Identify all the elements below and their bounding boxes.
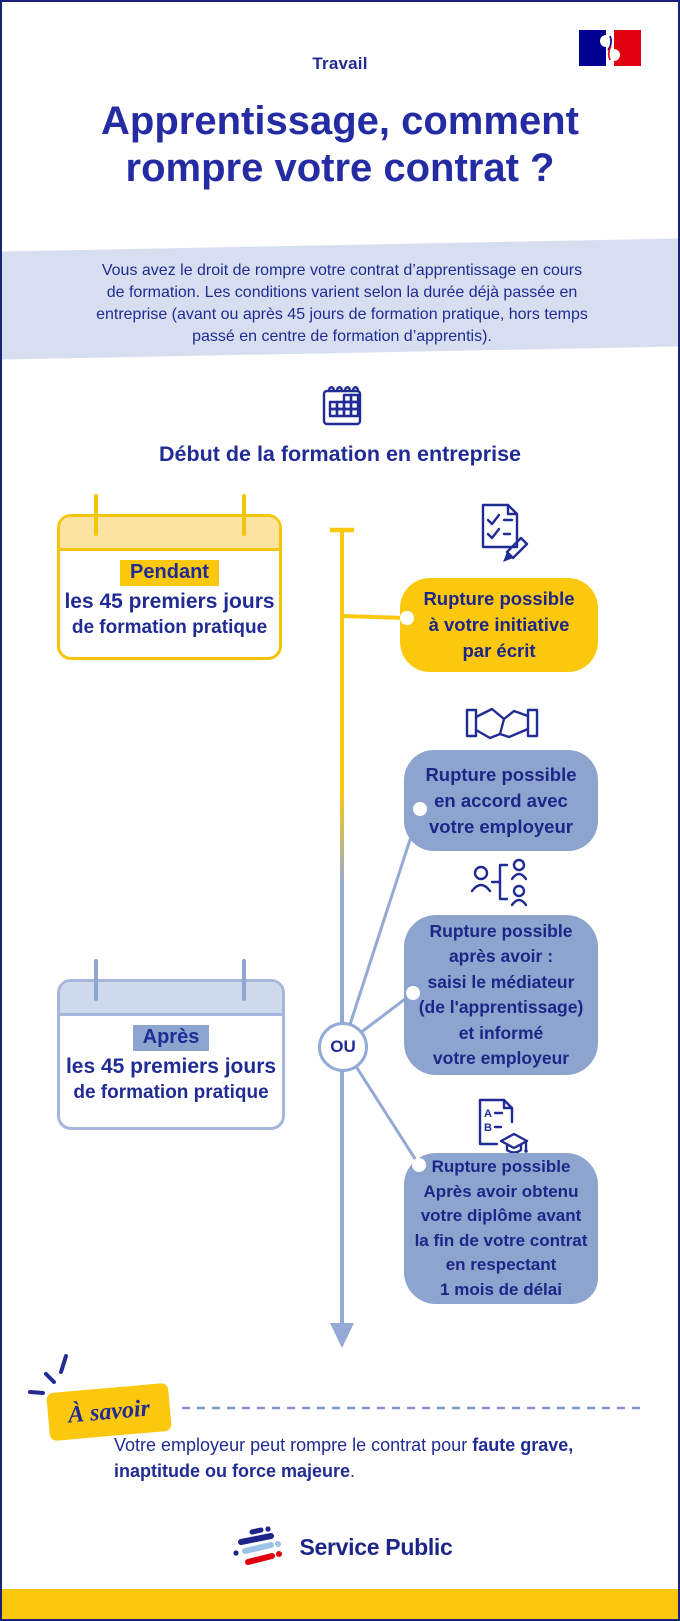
diploma-letter-b: B — [484, 1122, 492, 1134]
outcome-bubble-mediateur: Rupture possible après avoir : saisi le … — [404, 915, 598, 1075]
service-public-wordmark: Service Public — [299, 1534, 453, 1560]
outcome-bubble-initiative: Rupture possible à votre initiative par … — [400, 578, 598, 672]
calendar-ring — [242, 959, 246, 1001]
notice-line1-regular: Votre employeur peut rompre le contrat p… — [114, 1435, 473, 1455]
period-line2: de formation pratique — [71, 617, 268, 638]
timeline-connectors — [330, 527, 422, 1348]
service-public-brand: Service Public — [2, 1520, 678, 1575]
calendar-ring — [94, 494, 98, 536]
connector-dot — [413, 802, 427, 816]
period-line2: de formation pratique — [73, 1082, 269, 1103]
bottom-gold-bar — [2, 1589, 678, 1619]
period-highlight: Après — [132, 1025, 210, 1051]
period-line1: les 45 premiers jours — [64, 590, 275, 613]
period-line1: les 45 premiers jours — [65, 1055, 277, 1078]
connector-dot — [400, 611, 414, 625]
page-title: Apprentissage, comment rompre votre cont… — [101, 99, 579, 191]
dashed-divider — [182, 1406, 640, 1410]
category-label: Travail — [312, 54, 368, 73]
outcome-bubble-diplome: Rupture possible Après avoir obtenu votr… — [404, 1153, 598, 1304]
notice-line2-bold: inaptitude ou force majeure — [114, 1461, 351, 1481]
diploma-icon: A B — [470, 1096, 530, 1161]
diploma-letter-a: A — [484, 1108, 492, 1120]
notice-text: Votre employeur peut rompre le contrat p… — [114, 1432, 594, 1484]
ou-connector-hub: OU — [318, 1022, 368, 1072]
intro-text: Vous avez le droit de rompre votre contr… — [96, 262, 588, 345]
calendar-icon — [320, 382, 364, 435]
calendar-ring — [94, 959, 98, 1001]
connector-dot — [406, 986, 420, 1000]
calendar-ring — [242, 494, 246, 536]
connector-dot — [412, 1158, 426, 1172]
period-card-pendant: Pendant les 45 premiers jours de formati… — [57, 514, 282, 660]
notice-line1-bold: faute grave, — [472, 1435, 574, 1455]
service-public-logo-icon — [227, 1520, 289, 1575]
french-government-flag-icon — [578, 28, 642, 68]
emphasis-rays-icon — [14, 1350, 84, 1411]
mediator-people-icon — [470, 854, 534, 915]
document-check-pencil-icon — [470, 499, 532, 570]
period-highlight: Pendant — [120, 560, 219, 586]
handshake-icon — [464, 700, 540, 753]
notice-line2-regular: . — [350, 1461, 356, 1481]
section-heading: Début de la formation en entreprise — [159, 442, 521, 466]
calendar-card-header — [60, 517, 279, 551]
outcome-bubble-accord: Rupture possible en accord avec votre em… — [404, 750, 598, 851]
period-card-apres: Après les 45 premiers jours de formation… — [57, 979, 285, 1130]
